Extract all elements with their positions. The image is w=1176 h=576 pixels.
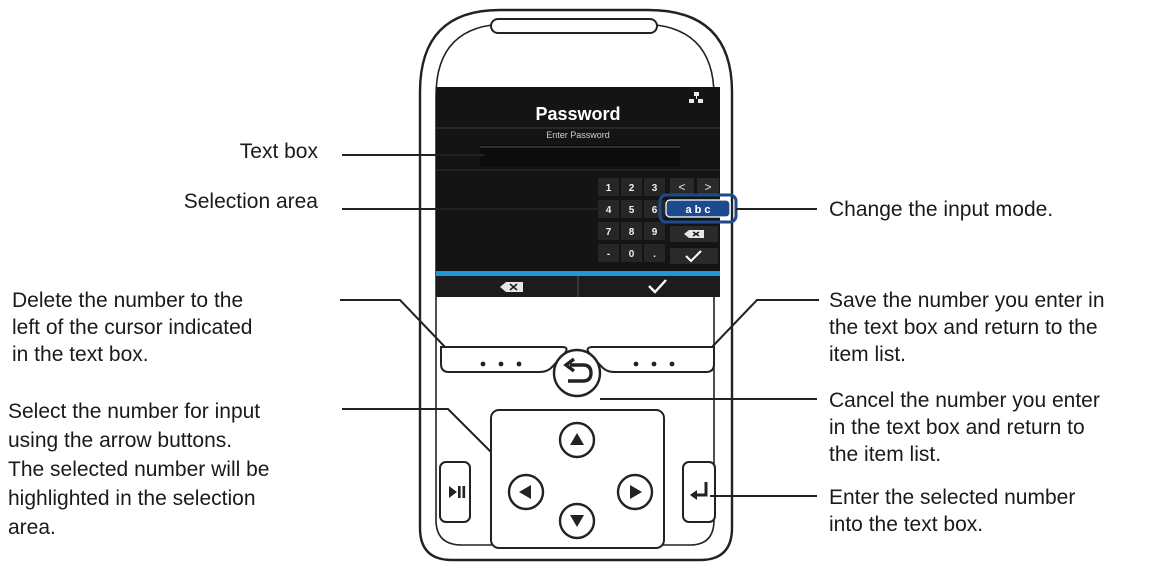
key-5[interactable]: 5 (629, 205, 635, 216)
back-icon-arrowhead (563, 357, 576, 373)
callout-delete-left-line: left of the cursor indicated (12, 316, 253, 339)
key-8[interactable]: 8 (629, 227, 635, 238)
callout-save-line: item list. (829, 343, 907, 366)
key-cell (644, 244, 665, 262)
screen-check-icon[interactable] (670, 248, 718, 264)
enter-button[interactable] (682, 461, 716, 523)
selection-area: 1 2 3 4 5 6 7 8 9 - 0. (598, 178, 665, 262)
callout-select-line: Select the number for input (8, 400, 261, 423)
key-cell (598, 178, 619, 196)
callout-cancel-line: the item list. (829, 443, 942, 466)
key-cell (621, 244, 642, 262)
accent-bar (436, 271, 720, 276)
key-cell (598, 244, 619, 262)
leader-lines (340, 154, 819, 497)
key-0[interactable]: 0 (629, 249, 635, 260)
callout-cancel-line: Cancel the number you enter (829, 389, 1100, 412)
callout-change-mode: Change the input mode. (829, 198, 1054, 221)
arrow-down-icon (570, 515, 584, 527)
callout-select-line: area. (8, 516, 56, 539)
key-cell (621, 178, 642, 196)
play-pause-button[interactable] (439, 461, 471, 523)
callout-selection-area: Selection area (183, 190, 318, 213)
callout-cancel-line: in the text box and return to (829, 416, 1085, 439)
play-pause-icon (449, 486, 457, 498)
softkey-backspace-icon (500, 282, 523, 292)
arrow-pad (490, 409, 665, 549)
callout-delete-left-line: in the text box. (12, 343, 149, 366)
screen-title: Password (535, 104, 620, 124)
callout-enter-selected: Enter the selected number into the text … (829, 484, 1075, 538)
key-4[interactable]: 4 (606, 205, 612, 216)
key-3[interactable]: 3 (652, 183, 658, 194)
callout-save-line: the text box and return to the (829, 316, 1098, 339)
mode-key[interactable] (665, 199, 731, 218)
left-soft-button-dots (480, 361, 522, 367)
key-.[interactable]: . (653, 249, 656, 260)
next-key[interactable]: > (704, 180, 711, 194)
device-inner-outline (435, 23, 715, 546)
prev-key-bg (670, 178, 694, 194)
right-soft-button-dots (633, 361, 675, 367)
callout-select-line: using the arrow buttons. (8, 429, 233, 452)
text-box[interactable] (480, 145, 680, 167)
left-soft-button[interactable] (440, 346, 568, 373)
key-cell (621, 222, 642, 240)
enter-icon (694, 482, 708, 497)
prev-key[interactable]: < (678, 180, 685, 194)
arrow-right-icon (630, 485, 642, 499)
screen-backspace-icon[interactable] (670, 226, 718, 242)
arrow-left-icon (519, 485, 531, 499)
key-1[interactable]: 1 (606, 183, 612, 194)
callout-delete-left: Delete the number to the left of the cur… (12, 287, 252, 368)
callout-enter-line: into the text box. (829, 513, 984, 536)
callout-select-line: highlighted in the selection (8, 487, 256, 510)
speaker-slot (490, 18, 658, 34)
screen-prompt: Enter Password (546, 130, 610, 140)
callout-delete-left-line: Delete the number to the (12, 289, 244, 312)
callout-cancel: Cancel the number you enter in the text … (829, 387, 1100, 468)
key-6[interactable]: 6 (652, 205, 658, 216)
key--[interactable]: - (607, 249, 610, 260)
key-2[interactable]: 2 (629, 183, 635, 194)
arrow-left-button[interactable] (507, 473, 545, 511)
next-key-bg (697, 178, 719, 194)
back-icon (568, 363, 593, 383)
key-cell (598, 200, 619, 218)
callout-select-arrows: Select the number for input using the ar… (8, 397, 269, 542)
key-cell (644, 222, 665, 240)
key-9[interactable]: 9 (652, 227, 658, 238)
key-7[interactable]: 7 (606, 227, 612, 238)
callout-enter-line: Enter the selected number (829, 486, 1076, 509)
mode-key-label: a b c (685, 204, 710, 216)
arrow-right-button[interactable] (616, 473, 654, 511)
arrow-up-button[interactable] (558, 421, 596, 459)
arrow-down-button[interactable] (558, 502, 596, 540)
callout-save-line: Save the number you enter in (829, 289, 1105, 312)
key-cell (598, 222, 619, 240)
softkey-check-icon (648, 279, 667, 294)
callout-save: Save the number you enter in the text bo… (829, 287, 1105, 368)
callout-text-box: Text box (239, 140, 318, 163)
callout-select-line: The selected number will be (8, 458, 270, 481)
arrow-up-icon (570, 433, 584, 445)
key-cell (644, 178, 665, 196)
key-cell (621, 200, 642, 218)
right-soft-button[interactable] (586, 346, 715, 373)
network-icon (689, 92, 703, 103)
back-button[interactable] (552, 348, 602, 398)
